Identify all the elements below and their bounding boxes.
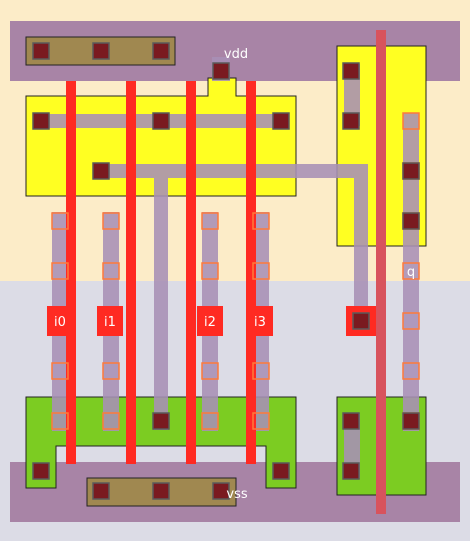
via-i3-a bbox=[252, 212, 270, 230]
via-i3-b bbox=[252, 262, 270, 280]
input-label-i2: i2 bbox=[204, 315, 216, 330]
contact-pmos-2 bbox=[152, 112, 170, 130]
via-i2-b bbox=[201, 262, 219, 280]
via-i1-c bbox=[102, 362, 120, 380]
via-i1-a bbox=[102, 212, 120, 230]
contact-nmos-vss-right bbox=[272, 462, 290, 480]
contact-q-3 bbox=[402, 412, 420, 430]
contact-vss-tap-2 bbox=[152, 482, 170, 500]
contact-vss-tap-3 bbox=[212, 482, 230, 500]
poly-output-overlay bbox=[376, 30, 386, 514]
nmos-diffusion bbox=[25, 396, 297, 489]
contact-poly-output bbox=[352, 312, 370, 330]
poly-gate-output bbox=[376, 30, 386, 514]
poly-pad-i3 bbox=[247, 306, 273, 336]
output-label-q: q bbox=[407, 265, 415, 280]
input-label-i3: i3 bbox=[254, 315, 266, 330]
via-i0-a bbox=[51, 212, 69, 230]
contact-pmos-out-vdd-2 bbox=[342, 112, 360, 130]
via-i2-a bbox=[201, 212, 219, 230]
via-i0-c bbox=[51, 362, 69, 380]
metal-output-tie bbox=[354, 171, 368, 331]
via-q-a bbox=[402, 112, 420, 130]
contact-pmos-4 bbox=[92, 162, 110, 180]
vss-label: vss bbox=[226, 487, 247, 502]
vdd-label: vdd bbox=[224, 47, 248, 62]
contact-vdd-tap-3 bbox=[152, 42, 170, 60]
contact-vdd-tap-1 bbox=[32, 42, 50, 60]
metal-q bbox=[403, 113, 419, 431]
contact-nmos-vss-left bbox=[32, 462, 50, 480]
contact-pmos-3 bbox=[272, 112, 290, 130]
poly-gate-i2 bbox=[186, 81, 196, 464]
input-label-i0: i0 bbox=[54, 315, 66, 330]
poly-pad-i0 bbox=[47, 306, 73, 336]
metal-net-vertical bbox=[154, 171, 168, 430]
poly-gate-i1 bbox=[126, 81, 136, 464]
contact-pmos-1 bbox=[32, 112, 50, 130]
poly-gate-i0 bbox=[66, 81, 76, 464]
contact-nmos-out-vss-1 bbox=[342, 412, 360, 430]
via-q-e bbox=[402, 312, 420, 330]
via-i3-c bbox=[252, 362, 270, 380]
contact-nmos-out-vss-2 bbox=[342, 462, 360, 480]
via-i1-b bbox=[102, 262, 120, 280]
contact-vdd-tap-2 bbox=[92, 42, 110, 60]
via-i2-c bbox=[201, 362, 219, 380]
metal-vss-drop bbox=[344, 414, 360, 478]
via-i1-d bbox=[102, 412, 120, 430]
contact-vss-tap-1 bbox=[92, 482, 110, 500]
via-i3-d bbox=[252, 412, 270, 430]
via-i2-d bbox=[201, 412, 219, 430]
poly-pad-i1 bbox=[97, 306, 123, 336]
via-q-f bbox=[402, 362, 420, 380]
contact-vdd-stub bbox=[212, 62, 230, 80]
contact-q-1 bbox=[402, 162, 420, 180]
poly-pad-i2 bbox=[197, 306, 223, 336]
input-label-i1: i1 bbox=[104, 315, 116, 330]
via-i0-b bbox=[51, 262, 69, 280]
contact-q-2 bbox=[402, 212, 420, 230]
via-i0-d bbox=[51, 412, 69, 430]
poly-gate-i3 bbox=[246, 81, 256, 464]
via-q-d bbox=[402, 262, 420, 280]
contact-pmos-out-vdd-1 bbox=[342, 62, 360, 80]
contact-nmos-mid bbox=[152, 412, 170, 430]
